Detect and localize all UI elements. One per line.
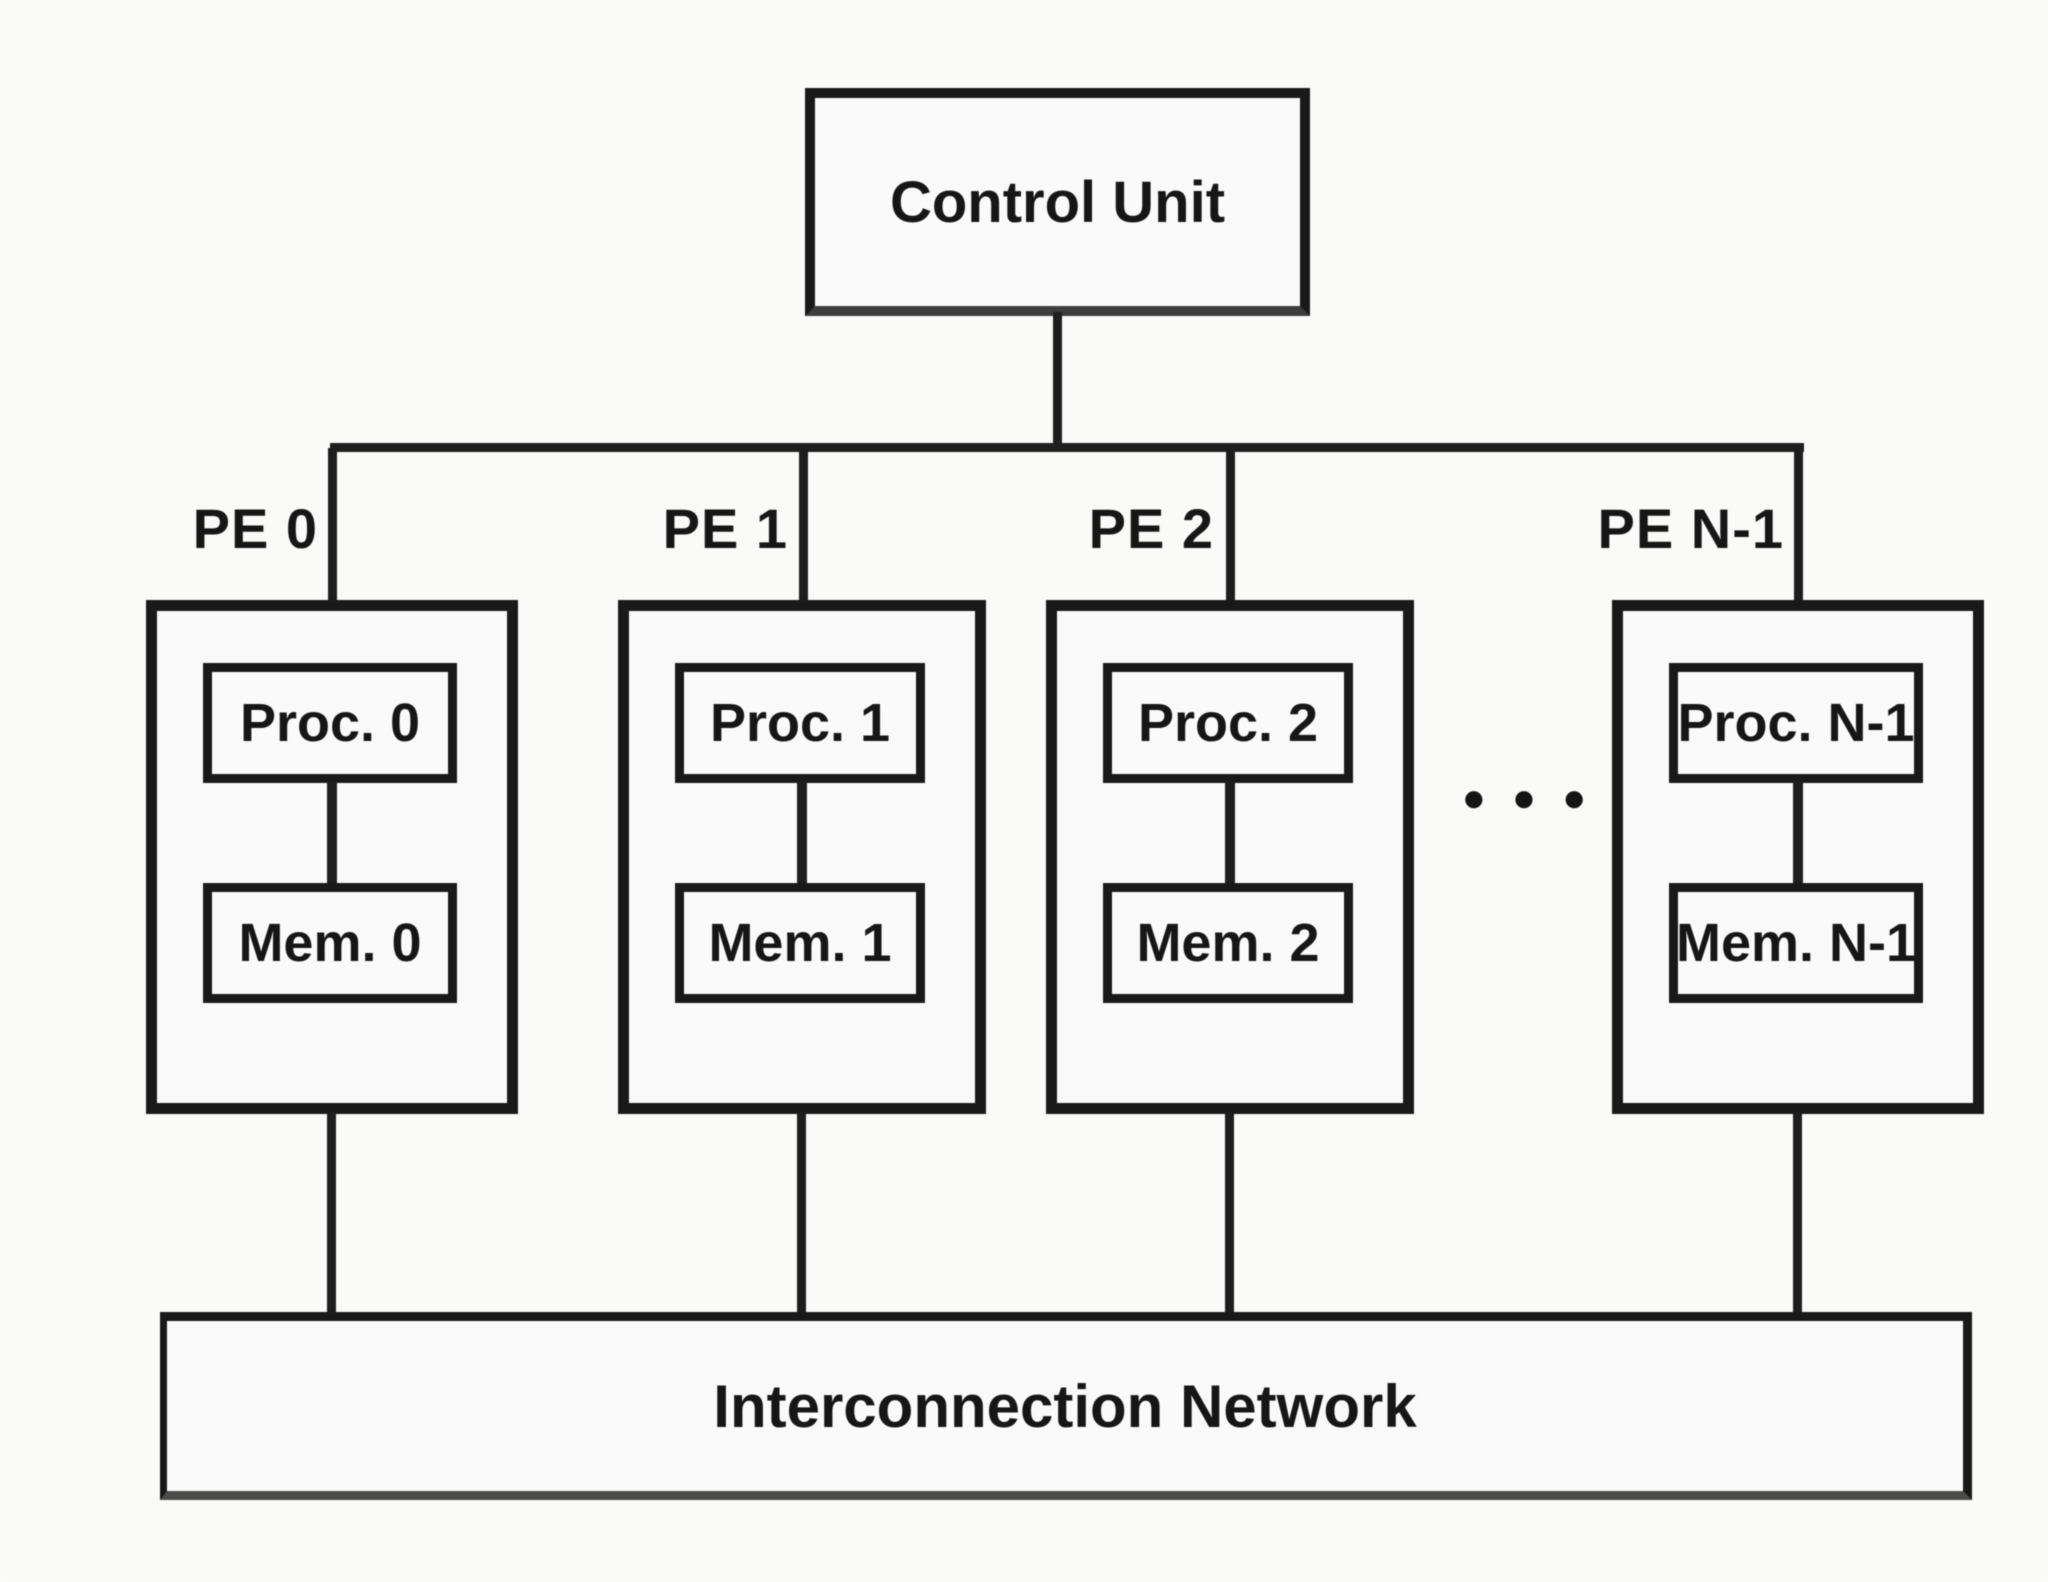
proc-mem-connector-n1 bbox=[1793, 781, 1803, 885]
ellipsis-dots: ●●● bbox=[1461, 776, 1613, 820]
proc-box-0: Proc. 0 bbox=[203, 663, 457, 783]
mem-box-1: Mem. 1 bbox=[675, 883, 925, 1003]
pe-box-n1: Proc. N-1 Mem. N-1 bbox=[1612, 600, 1984, 1114]
proc-box-2: Proc. 2 bbox=[1103, 663, 1353, 783]
proc-label-0: Proc. 0 bbox=[239, 693, 421, 753]
pe-box-0: Proc. 0 Mem. 0 bbox=[146, 600, 518, 1114]
bus-drop-line-pe1 bbox=[799, 448, 808, 606]
proc-box-1: Proc. 1 bbox=[675, 663, 925, 783]
pe-label-1: PE 1 bbox=[662, 497, 788, 560]
proc-mem-connector-2 bbox=[1225, 781, 1235, 885]
mem-box-n1: Mem. N-1 bbox=[1669, 883, 1923, 1003]
control-unit-box: Control Unit bbox=[805, 88, 1310, 316]
proc-label-1: Proc. 1 bbox=[709, 693, 891, 753]
mem-label-1: Mem. 1 bbox=[708, 913, 892, 973]
network-drop-line-pen1 bbox=[1793, 1112, 1802, 1316]
control-unit-connector-line bbox=[1053, 312, 1062, 450]
network-drop-line-pe0 bbox=[327, 1112, 336, 1316]
proc-box-n1: Proc. N-1 bbox=[1669, 663, 1923, 783]
pe-label-n1: PE N-1 bbox=[1597, 497, 1784, 560]
mem-box-0: Mem. 0 bbox=[203, 883, 457, 1003]
network-drop-line-pe2 bbox=[1225, 1112, 1234, 1316]
proc-mem-connector-1 bbox=[797, 781, 807, 885]
mem-box-2: Mem. 2 bbox=[1103, 883, 1353, 1003]
bus-drop-line-pen1 bbox=[1794, 448, 1803, 606]
pe-label-0: PE 0 bbox=[192, 497, 318, 560]
mem-label-n1: Mem. N-1 bbox=[1675, 913, 1917, 973]
interconnection-network-label: Interconnection Network bbox=[713, 1372, 1417, 1440]
mem-label-0: Mem. 0 bbox=[238, 913, 422, 973]
network-drop-line-pe1 bbox=[797, 1112, 806, 1316]
interconnection-network-box: Interconnection Network bbox=[160, 1312, 1972, 1500]
bus-drop-line-pe0 bbox=[328, 448, 337, 606]
bus-drop-line-pe2 bbox=[1226, 448, 1235, 606]
proc-mem-connector-0 bbox=[327, 781, 337, 885]
pe-box-2: Proc. 2 Mem. 2 bbox=[1046, 600, 1414, 1114]
control-unit-label: Control Unit bbox=[889, 169, 1226, 235]
proc-label-n1: Proc. N-1 bbox=[1677, 693, 1915, 753]
proc-label-2: Proc. 2 bbox=[1137, 693, 1319, 753]
control-bus-line bbox=[330, 443, 1804, 452]
mem-label-2: Mem. 2 bbox=[1136, 913, 1320, 973]
pe-label-2: PE 2 bbox=[1088, 497, 1214, 560]
pe-box-1: Proc. 1 Mem. 1 bbox=[618, 600, 986, 1114]
